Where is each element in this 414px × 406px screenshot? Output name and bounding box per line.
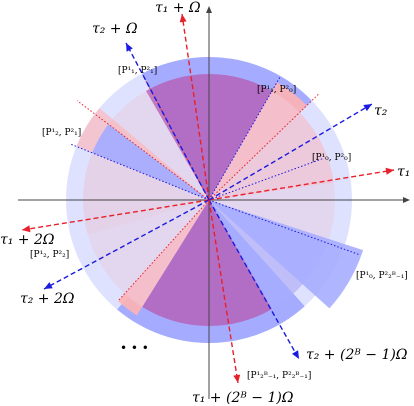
wedge-light-left: [83, 152, 209, 235]
arrow-tau1-plus-2omega-head: [22, 225, 31, 233]
dotted-boundary-2: [208, 94, 319, 201]
wedge-blue-lower-right-inner: [209, 200, 328, 310]
dotted-boundary-4: [69, 143, 210, 201]
arrow-tau1-plus-omega-head: [179, 14, 187, 23]
label-ellipsis: • • •: [120, 341, 149, 355]
arrow-tau2-head: [363, 104, 372, 112]
dotted-boundary-0: [208, 75, 281, 201]
wedge-pink-top-right: [209, 90, 300, 200]
label-p21-p22: [P¹₂, P²₂]: [30, 250, 69, 260]
arrow-tau2-plus-last: [208, 199, 300, 360]
x-axis-arrow: [403, 197, 410, 203]
arrow-tau1-plus-last-head: [233, 374, 241, 383]
label-p11-p12: [P¹₁, P²₁]: [118, 66, 157, 76]
arrow-tau1: [208, 169, 395, 201]
label-tau1-plus-last: τ₁ + (2ᴮ − 1)Ω: [192, 390, 294, 406]
frequency-arrows: [21, 13, 395, 384]
dotted-boundary-6: [118, 199, 210, 301]
arrow-tau2-plus-omega-head: [126, 43, 133, 52]
dotted-boundary-7: [208, 199, 360, 256]
wedge-group: [76, 56, 364, 343]
wedge-blue-left: [92, 124, 209, 200]
arrow-tau2-plus-omega: [125, 42, 210, 201]
wedge-pink-bottom-left: [124, 200, 209, 307]
label-tau1: τ₁: [397, 164, 410, 180]
arrow-tau1-plus-last: [208, 199, 239, 384]
arrow-tau2-plus-last-head: [292, 350, 299, 359]
label-tau2: τ₂: [374, 103, 388, 119]
y-axis-arrow: [206, 6, 212, 13]
arrow-tau1-head: [385, 167, 394, 175]
wedge-purple-bottom: [142, 200, 272, 327]
arrow-tau2-plus-2omega-head: [44, 282, 53, 289]
wedge-blue-lower-right: [209, 200, 364, 309]
label-p01-plast: [P¹₀, P²₂ᴮ₋₁]: [356, 271, 408, 281]
dotted-boundary-3: [208, 157, 324, 201]
label-tau1-plus-omega: τ₁ + Ω: [155, 0, 201, 16]
label-p11-p02: [P¹₁, P²₀]: [257, 85, 296, 95]
label-plast-plast: [P¹₂ᴮ₋₁, P²₂ᴮ₋₁]: [247, 371, 311, 381]
label-tau2-plus-last: τ₂ + (2ᴮ − 1)Ω: [306, 347, 408, 363]
arrow-tau2-plus-2omega: [43, 199, 210, 290]
arrow-tau1-plus-omega: [181, 13, 210, 201]
label-p21-p12: [P¹₂, P²₁]: [42, 128, 81, 138]
label-tau1-plus-2omega: τ₁ + 2Ω: [0, 232, 55, 248]
dotted-boundary-5: [76, 100, 210, 201]
label-p01-p02: [P¹₀, P²₀]: [312, 153, 351, 163]
label-tau2-plus-2omega: τ₂ + 2Ω: [20, 291, 75, 307]
wedge-pink-right: [209, 112, 334, 200]
label-tau2-plus-omega: τ₂ + Ω: [92, 21, 138, 37]
